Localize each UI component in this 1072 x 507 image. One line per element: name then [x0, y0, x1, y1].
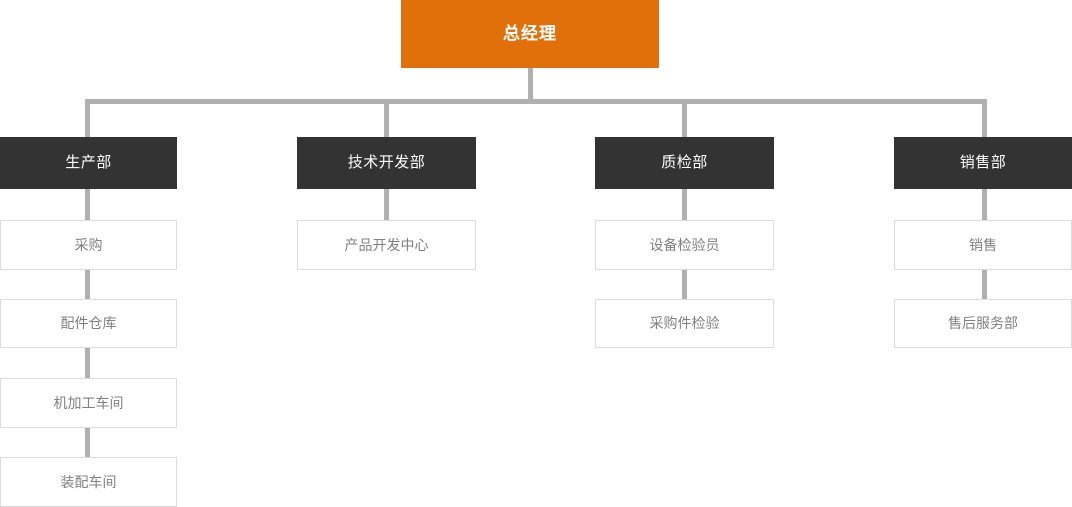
node-leaf-after-sales-service-label: 售后服务部	[948, 315, 1018, 332]
connector-drop-dept-2	[384, 99, 389, 139]
connector-quality-to-child-1	[682, 189, 687, 220]
connector-sales-child-1-to-2	[982, 270, 987, 299]
node-dept-sales-label: 销售部	[959, 154, 1007, 171]
connector-quality-child-1-to-2	[682, 270, 687, 299]
node-root-label: 总经理	[503, 23, 557, 43]
connector-production-child-1-to-2	[85, 270, 90, 299]
connector-production-child-3-to-4	[85, 428, 90, 457]
node-dept-production[interactable]: 生产部	[0, 137, 177, 189]
node-leaf-sales-label: 销售	[969, 236, 997, 253]
node-leaf-parts-warehouse-label: 配件仓库	[60, 315, 117, 332]
node-root-general-manager[interactable]: 总经理	[401, 0, 659, 68]
node-leaf-equipment-inspector[interactable]: 设备检验员	[595, 220, 774, 270]
connector-root-stem	[528, 68, 533, 102]
connector-drop-dept-4	[982, 99, 987, 139]
connector-drop-dept-3	[682, 99, 687, 139]
node-leaf-assembly-workshop-label: 装配车间	[60, 473, 117, 490]
connector-production-to-child-1	[85, 189, 90, 220]
connector-drop-dept-1	[85, 99, 90, 139]
node-leaf-product-development-center-label: 产品开发中心	[344, 236, 429, 253]
connector-horizontal-bus	[85, 99, 987, 104]
node-dept-quality-inspection-label: 质检部	[661, 154, 708, 171]
node-dept-quality-inspection[interactable]: 质检部	[595, 137, 774, 189]
connector-production-child-2-to-3	[85, 348, 90, 378]
node-leaf-procurement-label: 采购	[74, 236, 103, 253]
node-leaf-after-sales-service[interactable]: 售后服务部	[894, 299, 1072, 348]
node-leaf-product-development-center[interactable]: 产品开发中心	[297, 220, 476, 270]
connector-sales-to-child-1	[982, 189, 987, 220]
node-leaf-sales[interactable]: 销售	[894, 220, 1072, 270]
node-leaf-equipment-inspector-label: 设备检验员	[649, 236, 720, 253]
node-dept-production-label: 生产部	[65, 154, 112, 171]
node-dept-tech-development[interactable]: 技术开发部	[297, 137, 476, 189]
node-dept-tech-development-label: 技术开发部	[347, 154, 426, 171]
node-leaf-procurement[interactable]: 采购	[0, 220, 177, 270]
node-leaf-assembly-workshop[interactable]: 装配车间	[0, 457, 177, 507]
connector-tech-to-child-1	[384, 189, 389, 220]
node-leaf-parts-warehouse[interactable]: 配件仓库	[0, 299, 177, 348]
node-leaf-machining-workshop[interactable]: 机加工车间	[0, 378, 177, 428]
node-dept-sales[interactable]: 销售部	[894, 137, 1072, 189]
node-leaf-machining-workshop-label: 机加工车间	[53, 394, 124, 411]
node-leaf-purchased-parts-inspection[interactable]: 采购件检验	[595, 299, 774, 348]
node-leaf-purchased-parts-inspection-label: 采购件检验	[649, 315, 720, 332]
